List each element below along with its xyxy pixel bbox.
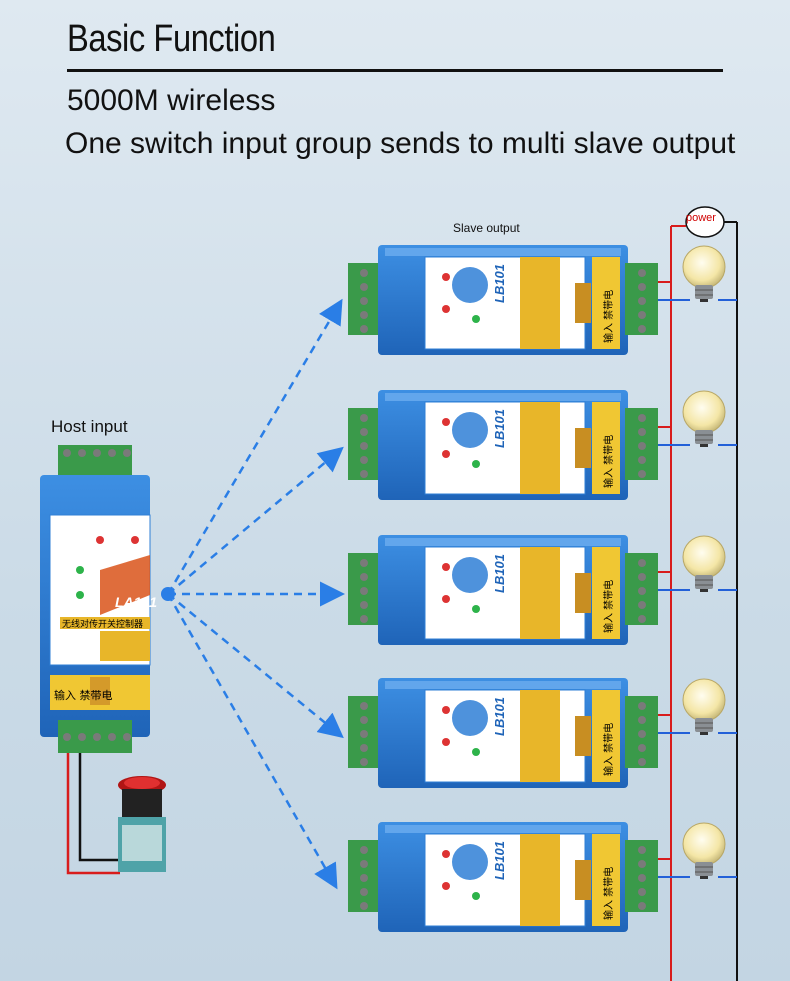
host-warning-label: 输入 禁带电 (54, 688, 113, 702)
light-bulb-icon (682, 822, 726, 879)
slave-warning-label: 输入 禁带电 (602, 290, 615, 343)
light-bulb-icon (682, 678, 726, 735)
slave-model-label: LB101 (492, 697, 507, 736)
host-name-label: 无线对传开关控制器 (62, 618, 143, 630)
slave-module: LB101 输入 禁带电 (348, 822, 737, 932)
power-symbol (685, 206, 725, 238)
host-model-label: LA101 (115, 594, 157, 610)
title-underline (67, 69, 723, 72)
page-title: Basic Function (67, 18, 276, 60)
subtitle-range: 5000M wireless (67, 84, 276, 117)
wireless-arrows (161, 298, 345, 890)
slave-module: LB101 输入 禁带电 (348, 390, 737, 500)
slave-devices: LB101 输入 禁带电 LB101 输入 禁带电 LB101 输入 禁带电 LB101 输入… (348, 245, 737, 932)
slave-model-label: LB101 (492, 554, 507, 593)
slave-model-label: LB101 (492, 841, 507, 880)
slave-warning-label: 输入 禁带电 (602, 867, 615, 920)
light-bulb-icon (682, 535, 726, 592)
slave-output-label: Slave output (453, 221, 520, 235)
slave-module: LB101 输入 禁带电 (348, 678, 737, 788)
power-rails (670, 206, 738, 981)
slave-model-label: LB101 (492, 264, 507, 303)
host-input-label: Host input (51, 417, 128, 436)
slave-module: LB101 输入 禁带电 (348, 245, 737, 355)
slave-warning-label: 输入 禁带电 (602, 723, 615, 776)
power-label: power (686, 212, 716, 224)
subtitle-description: One switch input group sends to multi sl… (65, 127, 736, 160)
light-bulb-icon (682, 390, 726, 447)
slave-model-label: LB101 (492, 409, 507, 448)
host-wires (66, 753, 120, 875)
slave-warning-label: 输入 禁带电 (602, 580, 615, 633)
light-bulb-icon (682, 245, 726, 302)
slave-warning-label: 输入 禁带电 (602, 435, 615, 488)
host-device: LA101 无线对传开关控制器 输入 禁带电 (40, 445, 157, 753)
push-button (118, 776, 166, 872)
slave-module: LB101 输入 禁带电 (348, 535, 737, 645)
